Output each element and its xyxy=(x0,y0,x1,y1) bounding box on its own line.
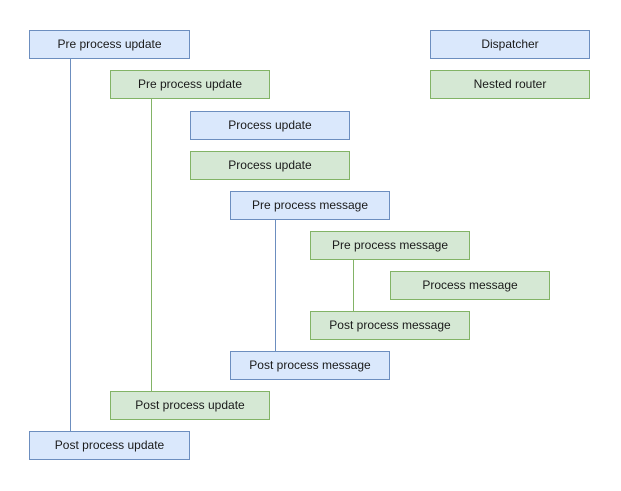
process-node[interactable]: Pre process update xyxy=(110,70,270,99)
process-node[interactable]: Process update xyxy=(190,111,350,140)
process-node[interactable]: Process message xyxy=(390,271,550,300)
legend-item-label: Dispatcher xyxy=(481,37,539,52)
process-node[interactable]: Pre process message xyxy=(310,231,470,260)
process-node-label: Pre process update xyxy=(57,37,162,52)
connector-line xyxy=(353,260,354,311)
legend-item-label: Nested router xyxy=(473,77,547,92)
process-node[interactable]: Pre process update xyxy=(29,30,190,59)
process-node-label: Process message xyxy=(422,278,518,293)
process-node-label: Post process message xyxy=(249,358,371,373)
process-node-label: Post process message xyxy=(329,318,451,333)
process-node[interactable]: Post process update xyxy=(29,431,190,460)
legend-item-nested-router[interactable]: Nested router xyxy=(430,70,590,99)
process-node-label: Post process update xyxy=(54,438,165,453)
connector-line xyxy=(70,59,71,431)
connector-line xyxy=(151,99,152,391)
process-node[interactable]: Pre process message xyxy=(230,191,390,220)
process-node[interactable]: Post process message xyxy=(230,351,390,380)
process-node[interactable]: Process update xyxy=(190,151,350,180)
legend-item-dispatcher[interactable]: Dispatcher xyxy=(430,30,590,59)
process-node-label: Pre process message xyxy=(331,238,449,253)
process-node[interactable]: Post process update xyxy=(110,391,270,420)
process-node-label: Pre process message xyxy=(251,198,369,213)
process-node-label: Pre process update xyxy=(137,77,243,92)
process-node-label: Process update xyxy=(228,158,312,173)
process-node-label: Post process update xyxy=(135,398,245,413)
process-node[interactable]: Post process message xyxy=(310,311,470,340)
connector-line xyxy=(275,220,276,351)
process-node-label: Process update xyxy=(228,118,312,133)
